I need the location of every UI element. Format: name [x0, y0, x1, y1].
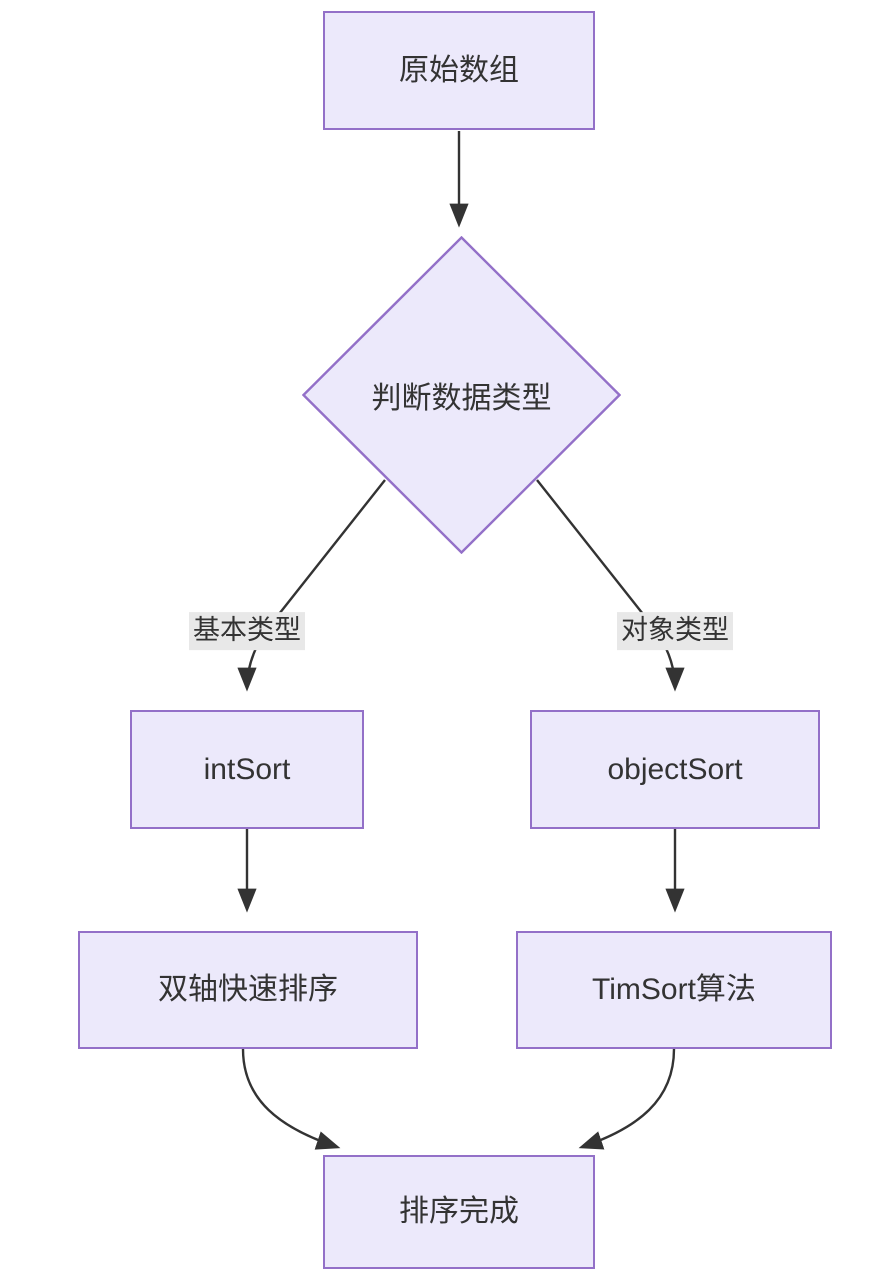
node-done-label: 排序完成	[399, 1195, 519, 1228]
node-decide[interactable]: 判断数据类型	[302, 236, 621, 554]
node-timsort[interactable]: TimSort算法	[516, 931, 832, 1049]
edge-label-object-type-text: 对象类型	[621, 615, 729, 646]
diamond-shape	[302, 236, 621, 554]
node-start[interactable]: 原始数组	[323, 11, 595, 130]
node-objectsort-label: objectSort	[607, 752, 743, 786]
edge-dualpivot-to-done	[241, 1048, 341, 1150]
node-intsort-label: intSort	[203, 752, 291, 786]
edge-label-basic-type: 基本类型	[189, 612, 305, 650]
edge-timsort-to-done	[578, 1048, 676, 1150]
node-done[interactable]: 排序完成	[323, 1155, 595, 1269]
node-dualpivot-label: 双轴快速排序	[158, 973, 338, 1006]
node-intsort[interactable]: intSort	[130, 710, 364, 829]
node-dualpivot[interactable]: 双轴快速排序	[78, 931, 418, 1049]
node-timsort-label: TimSort算法	[592, 973, 756, 1006]
edge-label-object-type: 对象类型	[617, 612, 733, 650]
node-objectsort[interactable]: objectSort	[530, 710, 820, 829]
node-start-label: 原始数组	[399, 53, 519, 87]
edge-label-basic-type-text: 基本类型	[193, 615, 301, 646]
node-decide-label: 判断数据类型	[371, 382, 552, 415]
